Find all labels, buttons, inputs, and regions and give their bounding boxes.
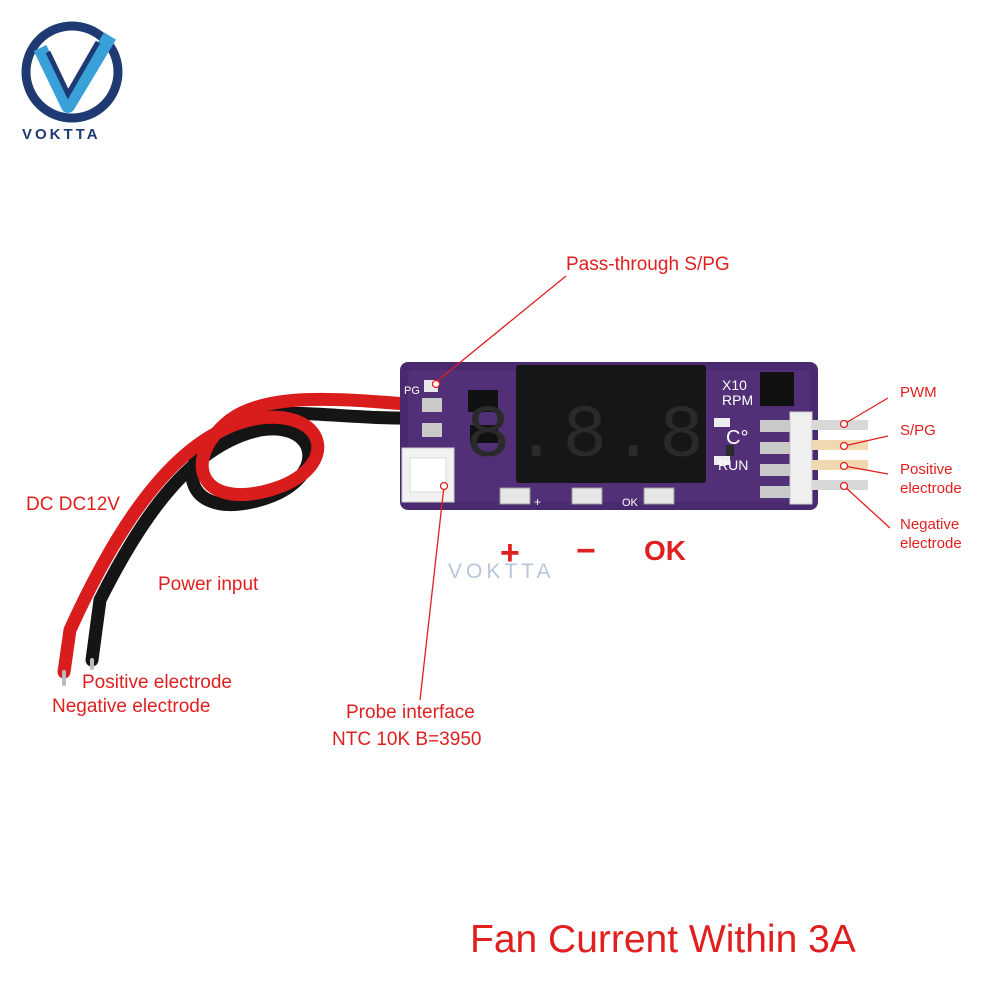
label-positive-electrode: Positive electrode: [82, 672, 232, 693]
silk-pg: PG: [404, 385, 420, 397]
label-fan-positive-2: electrode: [900, 480, 962, 497]
button-label-plus: +: [500, 534, 520, 572]
display-digits: 8.8.8.: [466, 395, 756, 479]
brand-name: VOKTTA: [22, 126, 101, 143]
silk-x10: X10: [722, 377, 747, 393]
label-pwm: PWM: [900, 384, 937, 401]
label-fan-negative-2: electrode: [900, 535, 962, 552]
power-wires: [57, 392, 427, 686]
label-probe-interface: Probe interface: [346, 702, 475, 723]
silk-run: RUN: [718, 457, 748, 473]
silk-celsius: C°: [726, 427, 748, 449]
label-dc-input: DC DC12V: [26, 494, 120, 515]
label-fan-positive-1: Positive: [900, 461, 953, 478]
button-label-ok: OK: [644, 535, 686, 566]
label-probe-ntc: NTC 10K B=3950: [332, 729, 482, 750]
label-spg: S/PG: [900, 422, 936, 439]
caption: Fan Current Within 3A: [470, 918, 856, 961]
watermark: VOKTTA: [448, 560, 554, 583]
controller-board: [400, 362, 868, 510]
label-negative-electrode: Negative electrode: [52, 696, 211, 717]
silk-rpm: RPM: [722, 392, 753, 408]
brand-logo: VOKTTA: [18, 18, 126, 148]
label-pass-through-spg: Pass-through S/PG: [566, 254, 730, 275]
annotation-lines: [419, 275, 891, 701]
brand-logo-mark: [21, 21, 123, 123]
silk-ok: OK: [622, 497, 639, 509]
button-label-minus: −: [576, 532, 596, 570]
silk-plus: +: [534, 495, 541, 509]
label-power-input: Power input: [158, 574, 259, 595]
label-fan-negative-1: Negative: [900, 516, 960, 533]
